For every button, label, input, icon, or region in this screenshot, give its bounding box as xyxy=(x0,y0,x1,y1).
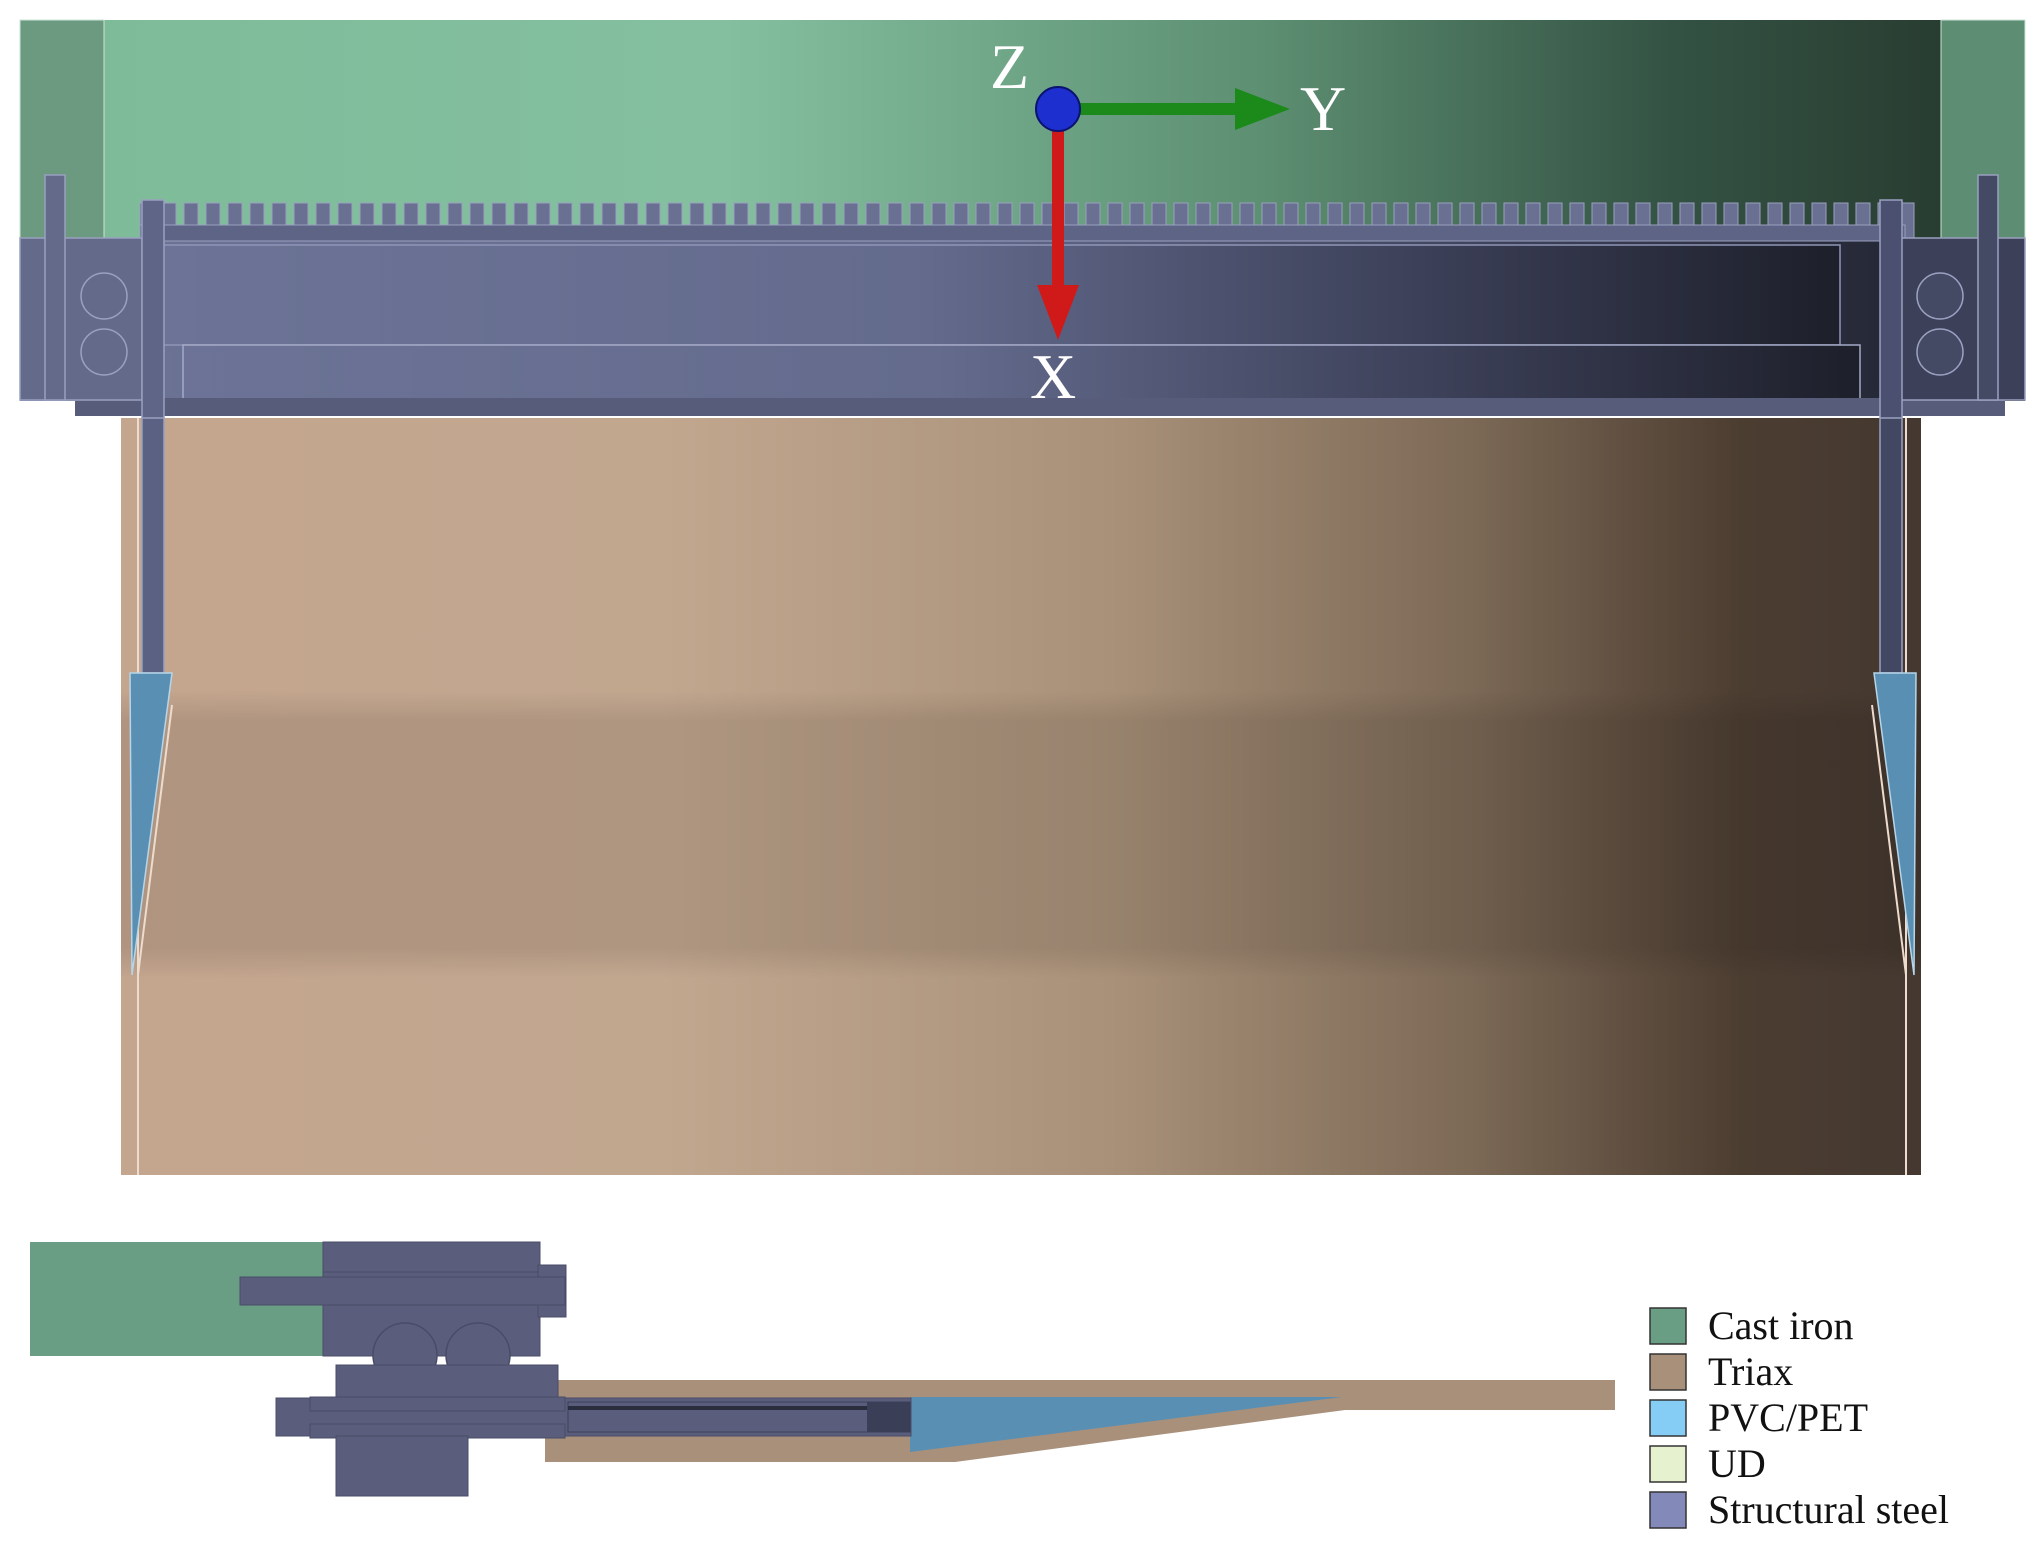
section-steel-insert xyxy=(867,1402,910,1432)
legend-label: UD xyxy=(1708,1441,1766,1486)
legend-swatch xyxy=(1649,1491,1687,1529)
legend-swatch xyxy=(1649,1445,1687,1483)
y-axis-label: Y xyxy=(1300,73,1346,144)
z-axis-origin xyxy=(1035,86,1081,132)
section-steel-nut-a xyxy=(309,1396,566,1412)
legend-swatch xyxy=(1649,1399,1687,1437)
right-bearing-ball-upper xyxy=(1916,272,1964,320)
legend-label: Structural steel xyxy=(1708,1487,1949,1532)
section-steel-plate xyxy=(239,1276,566,1306)
bolt-row xyxy=(139,202,1915,242)
x-axis-label: X xyxy=(1030,341,1076,412)
steel-bearing-inner xyxy=(159,244,1841,346)
legend-label: Triax xyxy=(1708,1349,1793,1394)
right-bearing-ball-lower xyxy=(1916,328,1964,376)
y-axis-arrowhead xyxy=(1235,88,1290,130)
triax-blade-root-shade xyxy=(121,418,1921,1175)
section-pvc-wedge xyxy=(910,1397,1342,1452)
legend-label: Cast iron xyxy=(1708,1303,1854,1348)
x-axis-arrowhead xyxy=(1037,285,1079,340)
cross-section-view xyxy=(30,1241,1615,1497)
pvc-wedge-right xyxy=(1873,672,1917,976)
left-bearing-ball-lower xyxy=(80,328,128,376)
main-view xyxy=(19,19,2026,1175)
coordinate-axes: Z Y X xyxy=(990,31,1346,412)
bolt-ring xyxy=(139,224,1906,242)
legend-swatch xyxy=(1649,1307,1687,1345)
z-axis-label: Z xyxy=(990,31,1029,102)
section-steel-bottom xyxy=(335,1435,469,1497)
pvc-wedge-left xyxy=(129,672,173,976)
legend-label: PVC/PET xyxy=(1708,1395,1868,1440)
steel-bearing-bottom-strip xyxy=(75,398,2005,416)
left-bearing-ball-upper xyxy=(80,272,128,320)
legend-swatch xyxy=(1649,1353,1687,1391)
section-steel-cap xyxy=(322,1241,541,1273)
